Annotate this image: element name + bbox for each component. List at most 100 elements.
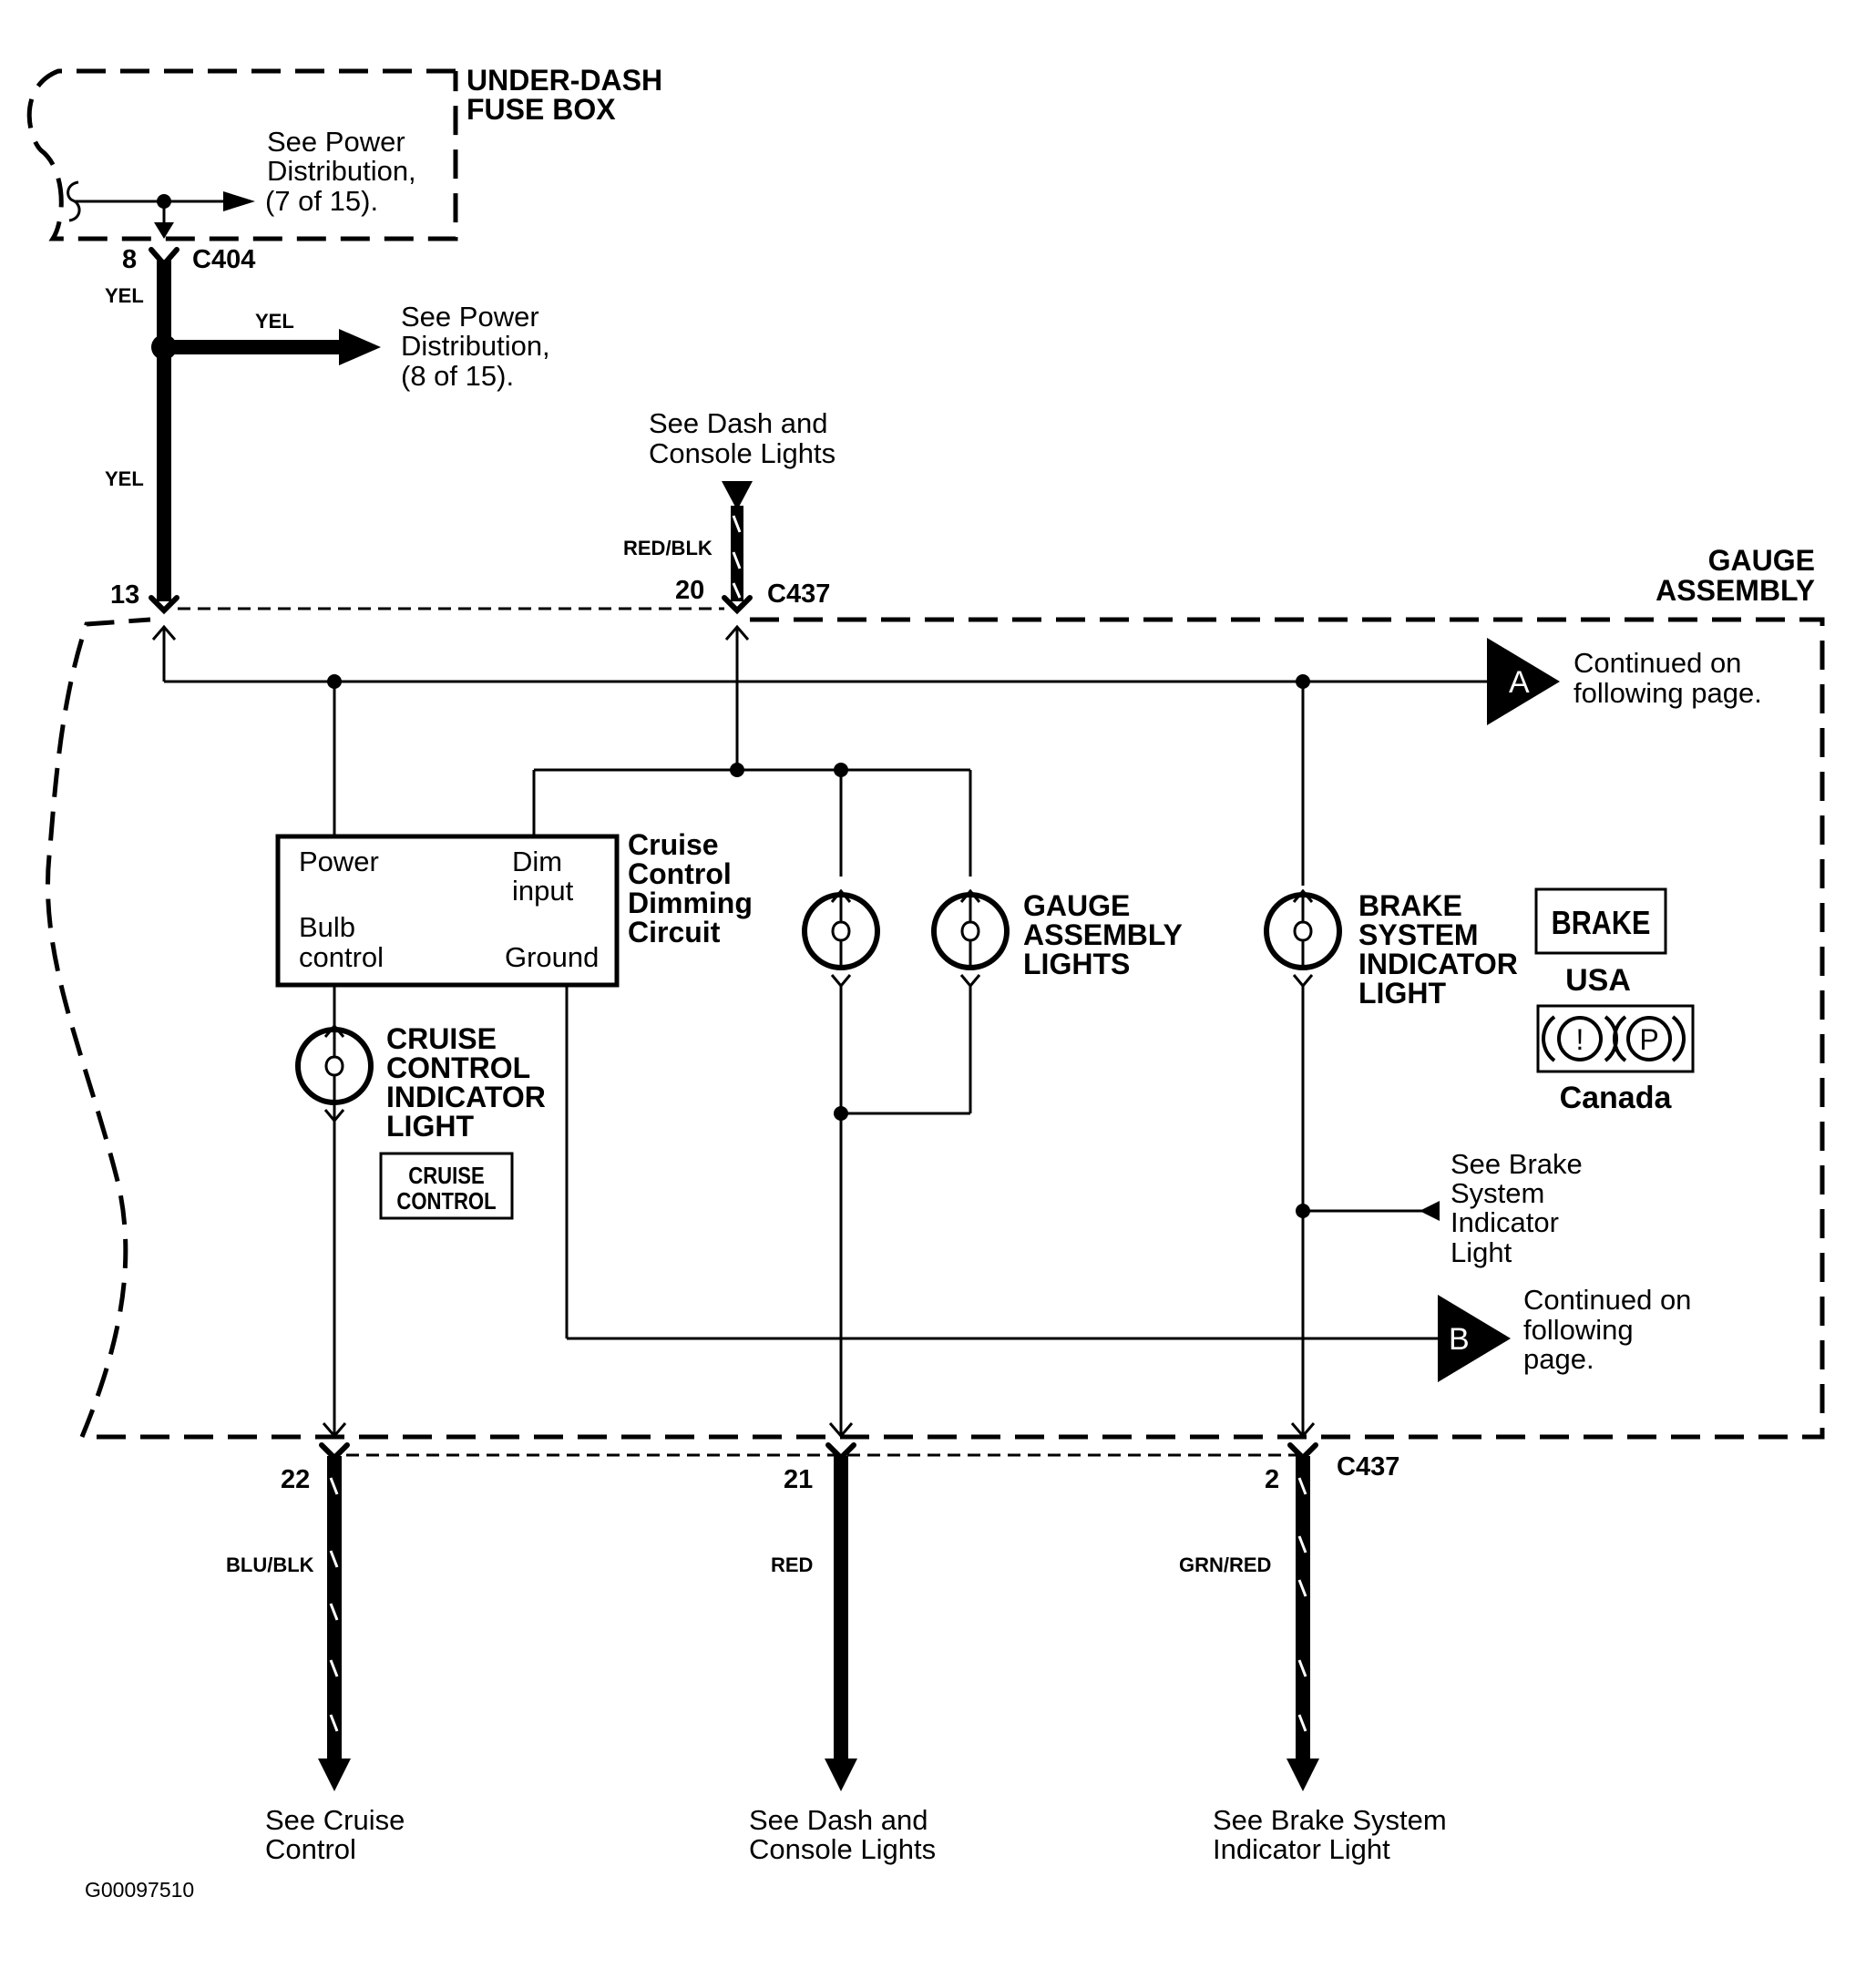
under-dash-fuse-box: UNDER-DASH FUSE BOX See Power Distributi… [26,64,662,241]
yel-branch-ref-3: (8 of 15). [401,360,514,392]
cruise-control-dimming-circuit: Power Dim input Bulb control Ground Crui… [275,828,1691,1382]
gauge-assembly: GAUGE ASSEMBLY [46,544,1825,1457]
gauge-lights-label-2: ASSEMBLY [1023,918,1183,951]
gauge-assembly-lights: GAUGE ASSEMBLY LIGHTS [802,888,1183,1439]
dimming-circuit-dim-1: Dim [512,846,562,877]
continued-b-line-2: following [1523,1314,1634,1346]
grn-red-wire-color: GRN/RED [1179,1553,1271,1576]
dash-feed-ref-2: Console Lights [649,437,835,469]
fuse-box-ref-1: See Power [267,126,405,158]
gauge-light-return-splice [834,1106,848,1121]
fuse-box-ref-3: (7 of 15). [265,185,378,217]
blu-blk-wire-color: BLU/BLK [226,1553,314,1576]
brake-ref-2: System [1451,1177,1544,1209]
brake-usa-icon-frame [1534,887,1667,955]
brake-usa-label: USA [1565,963,1631,998]
dimming-circuit-bulb-2: control [299,941,384,973]
cruise-bulb-filament [324,1028,344,1104]
cruise-control-icon-frame [379,1152,514,1220]
cruise-ref-2: Control [265,1833,356,1865]
pin-13-inner-arrow [151,624,177,641]
blu-blk-stripe-5 [329,1714,339,1732]
pin-21-inner-arrow [828,1422,854,1439]
brake-canada-icon-paren-4 [1671,1015,1686,1062]
continued-a-line-1: Continued on [1574,647,1741,679]
pin-20: 20 [675,576,704,605]
pin-20-inner-arrow [724,624,750,641]
dash-console-ref-2: Console Lights [749,1833,936,1865]
figure-id: G00097510 [85,1878,194,1902]
dimming-circuit-title-4: Circuit [628,916,721,948]
red-blk-stripe-1 [732,515,742,533]
grn-red-stripe-3 [1297,1579,1307,1597]
brake-canada-exclamation: ! [1576,1023,1584,1056]
dimming-bus [532,624,972,877]
brake-bulb-bottom-arrow [1292,974,1314,989]
brake-ref-arrowhead [1420,1201,1440,1221]
pin-2: 2 [1265,1465,1279,1494]
output-dash-console: 21 RED See Dash and Console Lights [749,1442,936,1865]
fuse-drop-arrowhead [154,222,174,239]
brake-canada-icon-paren-1 [1542,1015,1556,1062]
brake-system-indicator: BRAKE SYSTEM INDICATOR LIGHT BRAKE USA !… [1264,887,1695,1439]
grn-red-stripe-5 [1297,1714,1307,1732]
cruise-light-label-4: LIGHT [386,1110,474,1143]
dimming-circuit-power: Power [299,846,379,877]
yel-feed-wire: YEL See Power Distribution, (8 of 15). Y… [105,261,550,615]
c404-label: C404 [192,245,255,274]
red-arrowhead [825,1759,857,1791]
pin-20-connector-symbol [722,595,753,615]
brake-bulb-filament [1293,893,1313,969]
cruise-light-label-3: INDICATOR [386,1081,546,1113]
c437-top-label: C437 [767,579,830,609]
brake-canada-label: Canada [1560,1081,1673,1115]
dimming-circuit-title-3: Dimming [628,887,753,919]
cruise-control-indicator: CRUISE CONTROL INDICATOR LIGHT CRUISE CO… [295,985,546,1439]
continued-b-triangle [1438,1295,1511,1382]
gauge-assembly-title-1: GAUGE [1708,544,1815,577]
dash-feed-arrowhead [722,481,753,510]
red-blk-stripe-2 [732,551,742,569]
brake-light-label-3: INDICATOR [1358,948,1518,980]
fuse-bus-arrowhead [223,191,255,211]
brake-light-label-1: BRAKE [1358,889,1462,922]
brake-ref-3: Indicator [1451,1206,1559,1238]
brake-canada-exclamation-ring [1557,1016,1603,1061]
brake-canada-icon-paren-3 [1613,1015,1627,1062]
cruise-light-label-1: CRUISE [386,1022,497,1055]
fuse-box-outline [26,68,458,241]
blu-blk-stripe-4 [329,1659,339,1677]
c437-bottom-label: C437 [1337,1452,1399,1482]
gauge-lights-label-3: LIGHTS [1023,948,1130,980]
pin-21: 21 [784,1465,813,1494]
fuse-box-title-2: FUSE BOX [466,93,616,126]
grn-red-stripe-2 [1297,1535,1307,1553]
brake-canada-p-ring [1626,1016,1672,1061]
dimming-circuit-box [275,834,620,988]
dimming-circuit-bulb-1: Bulb [299,911,355,943]
gauge-bulb-1-bottom-arrow [830,974,852,989]
grn-red-arrowhead [1287,1759,1319,1791]
fuse-box-title-1: UNDER-DASH [466,64,662,97]
dash-feed-ref-1: See Dash and [649,407,827,439]
dimming-circuit-dim-2: input [512,875,574,907]
cruise-bulb-top-arrow [323,1023,345,1038]
continued-b-letter: B [1449,1322,1470,1357]
dimming-circuit-title-2: Control [628,857,732,890]
brake-canada-icon-frame [1536,1004,1695,1073]
gauge-assembly-title-2: ASSEMBLY [1656,574,1815,607]
brake-usa-icon: BRAKE [1552,906,1651,942]
red-blk-wire-color: RED/BLK [623,537,712,559]
output-brake-system: 2 C437 GRN/RED See Brake System Indicato… [1179,1442,1447,1865]
gauge-bulb-2-bottom-arrow [959,974,981,989]
cruise-ref-1: See Cruise [265,1804,405,1836]
gauge-bulb-1-filament [831,893,851,969]
blu-blk-stripe-1 [329,1477,339,1495]
dash-console-ref-1: See Dash and [749,1804,928,1836]
power-bus: A Continued on following page. [151,624,1762,886]
pin-22-connector-symbol [319,1442,350,1462]
brake-bulb-top-arrow [1292,888,1314,903]
yel-branch-wire-color: YEL [255,310,294,333]
gauge-lights-label-1: GAUGE [1023,889,1130,922]
